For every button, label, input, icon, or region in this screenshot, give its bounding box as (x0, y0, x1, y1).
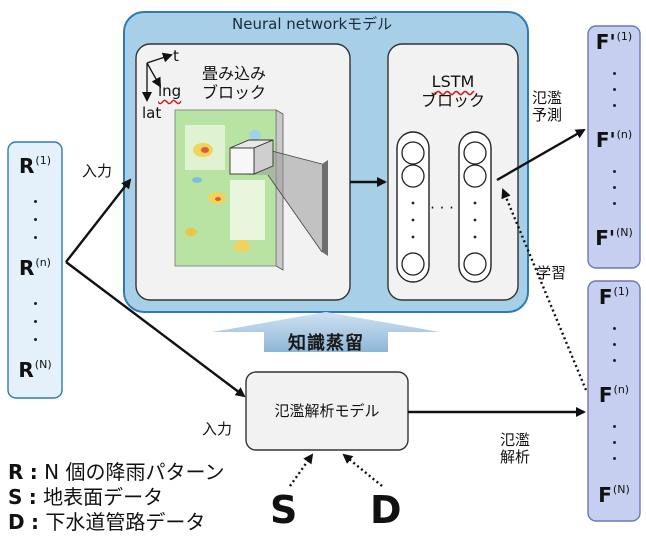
input-column-box (7, 141, 63, 399)
surface-data-letter: S (270, 488, 298, 532)
analysis-item-last: F(N) (598, 483, 630, 507)
conv-kernel (229, 139, 328, 256)
legend-row-r: R : N 個の降雨パターン (8, 460, 225, 484)
cnn-block-label: 畳み込み ブロック (202, 64, 266, 102)
legend: R : N 個の降雨パターン S : 地表面データ D : 下水道管路データ (8, 460, 224, 535)
knowledge-distillation-arrow (212, 312, 440, 352)
analysis-item-first: F(1) (598, 285, 630, 309)
prediction-column-box (587, 25, 641, 269)
prediction-item-last: F'(N) (595, 226, 633, 250)
prediction-item-middle: F'(n) (595, 128, 633, 152)
legend-row-d: D : 下水道管路データ (8, 510, 206, 534)
input-item-middle: R(n) (19, 256, 51, 280)
learning-label: 学習 (536, 264, 567, 282)
lstm-block-label: LSTM ブロック (388, 72, 518, 110)
axis-lat-label: lat (142, 104, 162, 122)
cnn-label-line2: ブロック (202, 83, 267, 102)
lstm-label-line2: ブロック (420, 91, 485, 110)
sewer-data-letter: D (370, 488, 402, 532)
lstm-middle-dots: · · · (430, 199, 454, 217)
axis-gizmo (142, 52, 173, 102)
input-label-bottom: 入力 (202, 420, 233, 438)
analysis-item-middle: F(n) (598, 383, 630, 407)
flow-arrows (65, 128, 586, 417)
flood-analysis-model-label: 氾濫解析モデル (274, 402, 380, 420)
knowledge-distillation-label: 知識蒸留 (288, 333, 364, 354)
analysis-label: 氾濫 解析 (500, 431, 531, 466)
input-column: R(1) R(n) R(N) (8, 142, 62, 398)
legend-row-s: S : 地表面データ (8, 485, 164, 509)
cnn-label-line1: 畳み込み (202, 64, 267, 83)
prediction-column: F'(1) F'(n) F'(N) (588, 26, 640, 268)
prediction-item-first: F'(1) (595, 30, 633, 54)
analysis-column: F(1) F(n) F(N) (588, 281, 640, 521)
input-label-top: 入力 (82, 162, 113, 180)
axis-lng-label: lng (158, 82, 182, 100)
prediction-label: 氾濫 予測 (532, 89, 563, 124)
lstm-label-line1: LSTM (431, 72, 475, 91)
lstm-cell-dots (411, 201, 477, 239)
nn-model-title: Neural networkモデル (232, 15, 393, 33)
input-item-first: R(1) (19, 154, 51, 178)
analysis-column-box (587, 280, 641, 522)
rainfall-map-image (174, 109, 284, 271)
dotted-arrows (289, 188, 588, 487)
lstm-cell-circles (401, 141, 487, 276)
input-item-last: R(N) (18, 358, 52, 382)
axis-t-label: t (173, 47, 179, 65)
